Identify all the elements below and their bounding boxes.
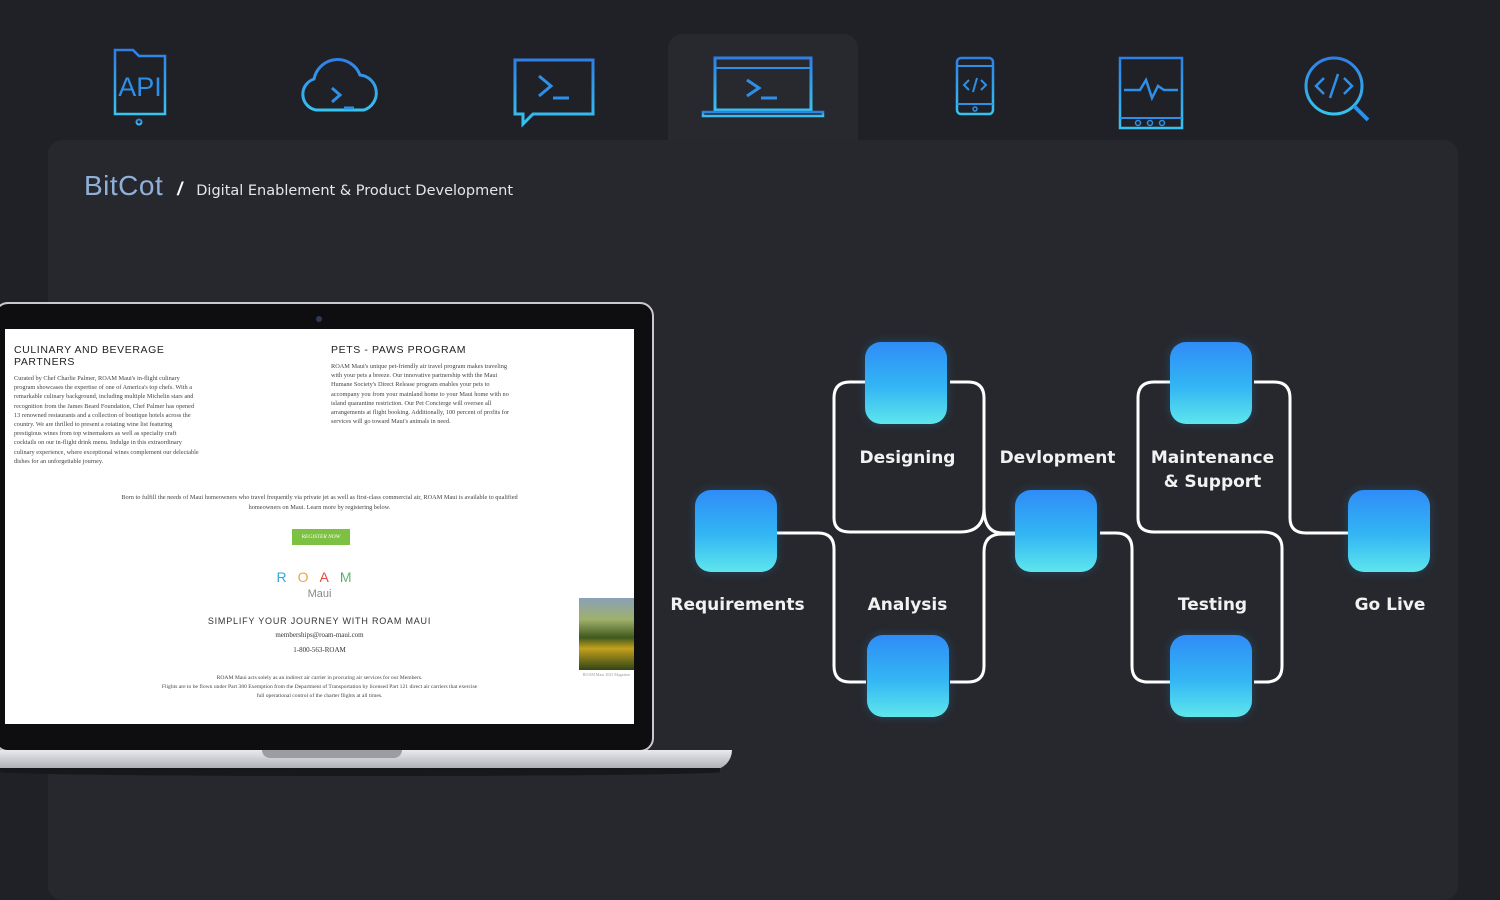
disclaimer-line-2: Flights are to be flown under Part 380 E… — [5, 684, 634, 690]
pets-section: PETS - PAWS PROGRAM ROAM Maui's unique p… — [331, 344, 516, 426]
brand-logo-text[interactable]: BitCot — [84, 170, 163, 202]
pets-text: ROAM Maui's unique pet-friendly air trav… — [331, 362, 516, 426]
disclaimer-line-3: full operational control of the charter … — [5, 693, 634, 699]
go-live-node[interactable] — [1348, 490, 1430, 572]
breadcrumb: BitCot / Digital Enablement & Product De… — [84, 170, 513, 202]
mobile-code-icon[interactable] — [905, 40, 1025, 140]
monitor-pulse-icon[interactable] — [1080, 40, 1200, 140]
register-now-button[interactable]: REGISTER NOW — [292, 529, 350, 545]
email-link[interactable]: memberships@roam-maui.com — [5, 631, 634, 639]
designing-node[interactable] — [865, 342, 947, 424]
laptop-camera — [316, 316, 322, 322]
stage-label-requirements: Requirements — [660, 593, 815, 617]
development-node[interactable] — [1015, 490, 1097, 572]
tagline: SIMPLIFY YOUR JOURNEY WITH ROAM MAUI — [5, 616, 634, 626]
culinary-heading: CULINARY AND BEVERAGE PARTNERS — [14, 344, 199, 368]
breadcrumb-separator: / — [177, 179, 182, 200]
analysis-node[interactable] — [867, 635, 949, 717]
stage-label-development: Devlopment — [995, 446, 1120, 470]
intro-text: Born to fulfill the needs of Maui homeow… — [5, 493, 634, 512]
process-diagram: Requirements Designing Analysis Devlopme… — [660, 330, 1460, 740]
stage-label-designing: Designing — [845, 446, 970, 470]
chat-terminal-icon[interactable] — [485, 40, 605, 140]
maintenance-node[interactable] — [1170, 342, 1252, 424]
pets-heading: PETS - PAWS PROGRAM — [331, 344, 516, 356]
svg-text:API: API — [118, 72, 162, 102]
laptop-terminal-icon[interactable] — [668, 34, 858, 154]
api-folder-icon[interactable]: API — [74, 40, 194, 140]
stage-label-go-live: Go Live — [1332, 593, 1448, 617]
testing-node[interactable] — [1170, 635, 1252, 717]
magazine-thumbnail[interactable] — [579, 598, 634, 670]
magazine-caption: ROAM Maui 2023 Magazine — [579, 672, 634, 677]
service-icon-strip: API — [0, 0, 1500, 145]
roam-logo: ROAM — [5, 569, 634, 585]
roam-logo-text: ROAM — [277, 569, 363, 585]
stage-label-testing: Testing — [1150, 593, 1275, 617]
stage-label-maintenance: Maintenance & Support — [1150, 446, 1275, 494]
disclaimer-line-1: ROAM Maui acts solely as an indirect air… — [5, 675, 634, 681]
code-search-icon[interactable] — [1268, 40, 1388, 140]
breadcrumb-page-title: Digital Enablement & Product Development — [196, 183, 513, 199]
culinary-section: CULINARY AND BEVERAGE PARTNERS Curated b… — [14, 344, 199, 466]
roam-logo-subtitle: Maui — [5, 588, 634, 600]
phone-number[interactable]: 1-800-563-ROAM — [5, 646, 634, 654]
laptop-notch — [262, 750, 402, 758]
laptop-screen: CULINARY AND BEVERAGE PARTNERS Curated b… — [5, 329, 634, 724]
stage-label-analysis: Analysis — [845, 593, 970, 617]
culinary-text: Curated by Chef Charlie Palmer, ROAM Mau… — [14, 374, 199, 466]
requirements-node[interactable] — [695, 490, 777, 572]
laptop-shadow — [0, 768, 720, 776]
cloud-terminal-icon[interactable] — [278, 40, 398, 140]
